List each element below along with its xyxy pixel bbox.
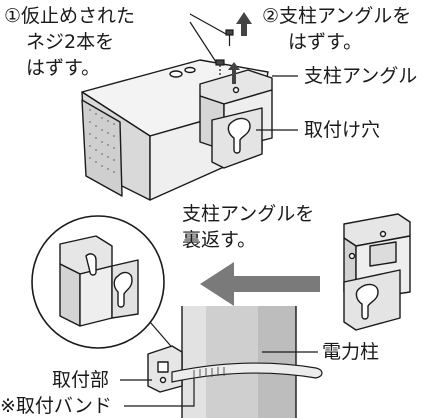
angle-bracket-flipped <box>343 213 411 331</box>
utility-pole <box>181 306 297 418</box>
angle-label: 支柱アングル <box>304 65 418 87</box>
mount-label: 取付部 <box>52 369 110 391</box>
angle-bracket-top <box>199 69 273 169</box>
device-grille <box>89 109 115 173</box>
screw-icon <box>215 29 234 76</box>
flip-label-line1: 支柱アングルを <box>182 203 315 225</box>
top-leader-lines <box>189 13 298 131</box>
mounting-band <box>171 362 323 383</box>
step2-label-line2: はずす。 <box>288 31 363 53</box>
flip-label-line2: 裏返す。 <box>182 229 257 251</box>
pole-mount <box>147 345 183 393</box>
step1-label-line2: ネジ2本を <box>26 31 115 53</box>
magnify-inset <box>31 215 177 353</box>
left-arrow-icon <box>200 262 320 306</box>
step1-label-line1: ①仮止めされた <box>4 5 136 27</box>
up-arrow-icon <box>228 12 252 84</box>
bottom-leader-lines <box>120 351 318 407</box>
step1-label-line3: はずす。 <box>26 57 101 79</box>
band-label: ※取付バンド <box>0 395 112 417</box>
step2-label-line1: ②支柱アングルを <box>262 5 412 27</box>
pole-label: 電力柱 <box>322 341 380 363</box>
hole-label: 取付け穴 <box>304 119 381 141</box>
